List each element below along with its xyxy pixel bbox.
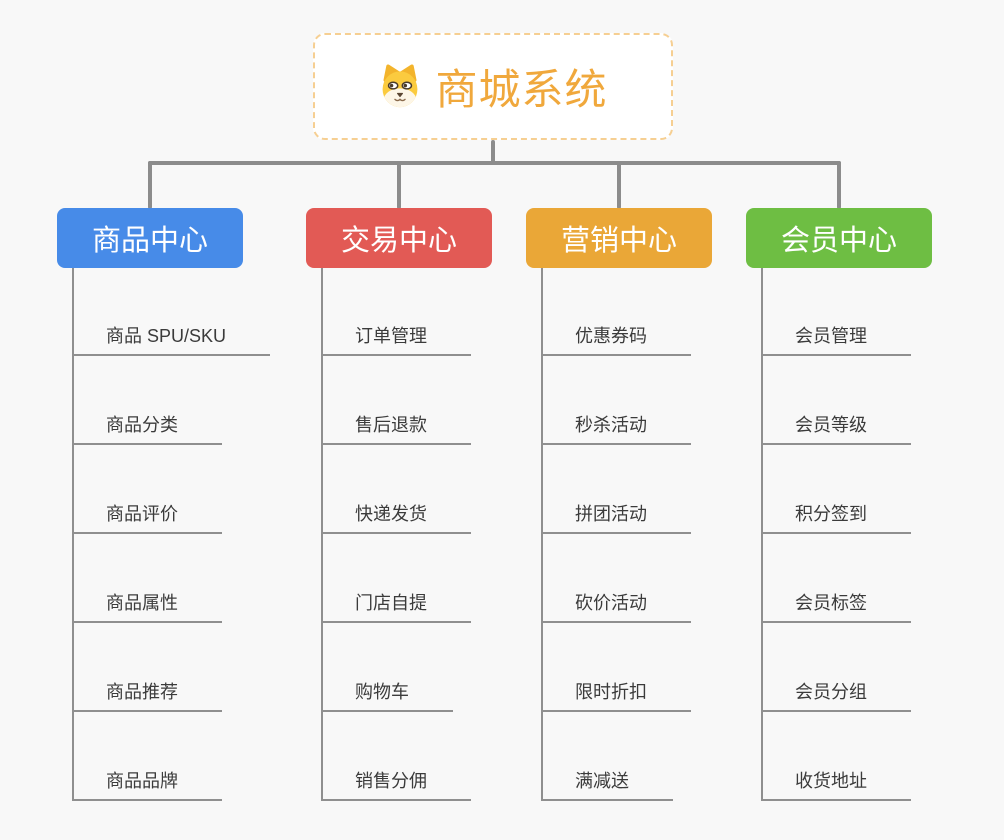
topic-item[interactable]: 门店自提 [321, 534, 471, 623]
topic-item[interactable]: 商品评价 [72, 445, 222, 534]
branch-node-marketing-center[interactable]: 营销中心 [526, 208, 712, 268]
branch-children-trade: 订单管理 售后退款 快递发货 门店自提 购物车 销售分佣 [321, 268, 471, 801]
branch-node-trade-center[interactable]: 交易中心 [306, 208, 492, 268]
dog-icon [383, 64, 418, 108]
connector-drop-trade [397, 161, 401, 209]
topic-item[interactable]: 优惠券码 [541, 268, 691, 356]
topic-item[interactable]: 快递发货 [321, 445, 471, 534]
topic-item[interactable]: 秒杀活动 [541, 356, 691, 445]
topic-item[interactable]: 购物车 [321, 623, 453, 712]
topic-item[interactable]: 订单管理 [321, 268, 471, 356]
branch-children-member: 会员管理 会员等级 积分签到 会员标签 会员分组 收货地址 [761, 268, 911, 801]
topic-item[interactable]: 拼团活动 [541, 445, 691, 534]
topic-item[interactable]: 收货地址 [761, 712, 911, 801]
connector-drop-product [148, 161, 152, 209]
topic-item[interactable]: 商品分类 [72, 356, 222, 445]
topic-item[interactable]: 会员等级 [761, 356, 911, 445]
branch-line-member [761, 268, 763, 800]
topic-item[interactable]: 限时折扣 [541, 623, 691, 712]
connector-horizontal [148, 161, 841, 165]
topic-item[interactable]: 会员分组 [761, 623, 911, 712]
branch-children-marketing: 优惠券码 秒杀活动 拼团活动 砍价活动 限时折扣 满减送 [541, 268, 691, 801]
topic-item[interactable]: 售后退款 [321, 356, 471, 445]
root-node[interactable]: 商城系统 [313, 33, 673, 140]
connector-drop-marketing [617, 161, 621, 209]
branch-line-marketing [541, 268, 543, 800]
connector-root-drop [491, 140, 495, 165]
branch-children-product: 商品 SPU/SKU 商品分类 商品评价 商品属性 商品推荐 商品品牌 [72, 268, 271, 801]
root-title: 商城系统 [435, 66, 608, 113]
branch-node-product-center[interactable]: 商品中心 [57, 208, 243, 268]
topic-item[interactable]: 会员管理 [761, 268, 911, 356]
connector-drop-member [837, 161, 841, 209]
branch-node-member-center[interactable]: 会员中心 [746, 208, 932, 268]
topic-item[interactable]: 满减送 [541, 712, 673, 801]
topic-item[interactable]: 积分签到 [761, 445, 911, 534]
branch-line-trade [321, 268, 323, 800]
topic-item[interactable]: 商品 SPU/SKU [72, 268, 271, 356]
branch-line-product [72, 268, 74, 800]
topic-item[interactable]: 销售分佣 [321, 712, 471, 801]
topic-item[interactable]: 商品推荐 [72, 623, 222, 712]
topic-item[interactable]: 商品属性 [72, 534, 222, 623]
topic-item[interactable]: 会员标签 [761, 534, 911, 623]
topic-item[interactable]: 砍价活动 [541, 534, 691, 623]
topic-item[interactable]: 商品品牌 [72, 712, 222, 801]
